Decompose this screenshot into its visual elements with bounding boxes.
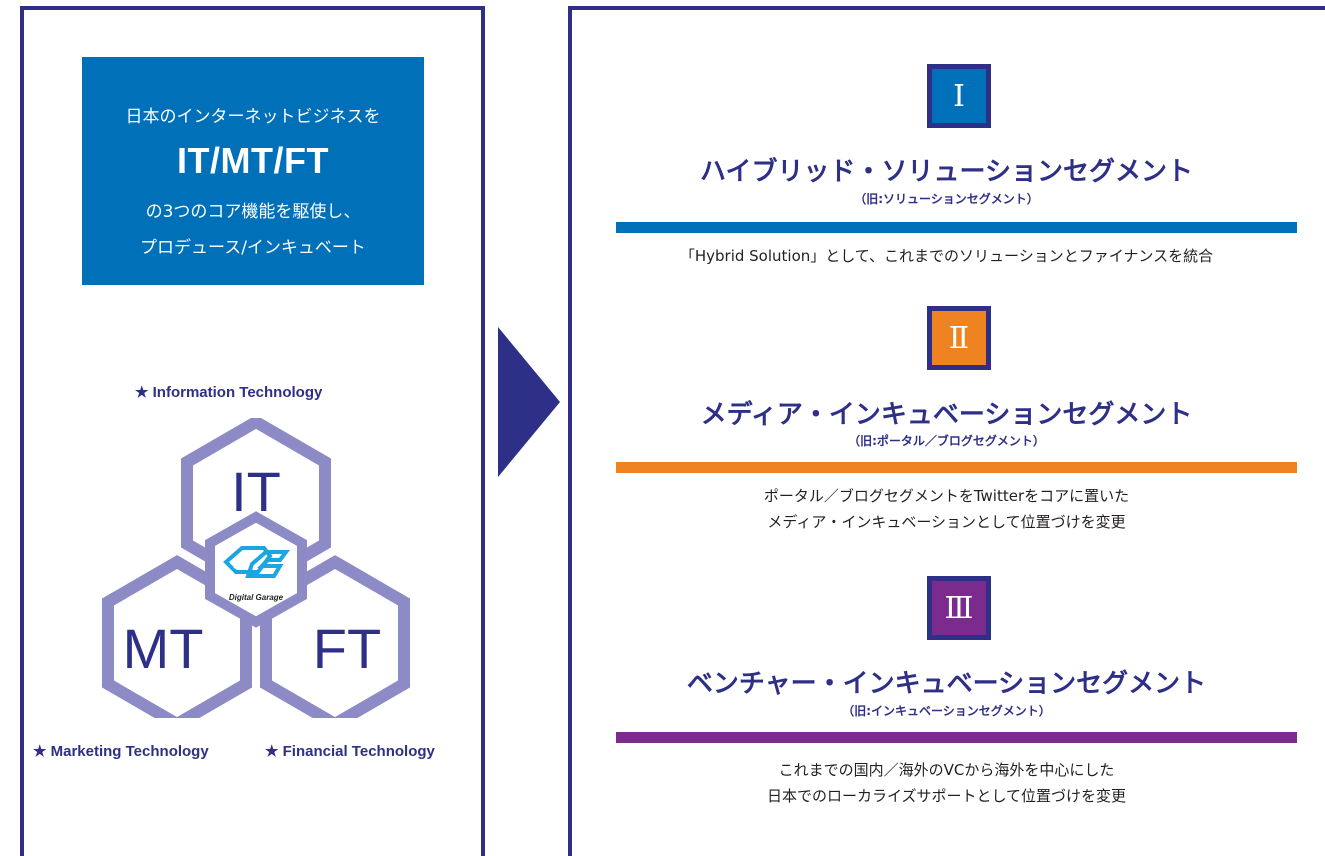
tagline-core-functions: IT/MT/FT xyxy=(177,140,329,181)
segment-2-desc-2: メディア・インキュベーションとして位置づけを変更 xyxy=(767,513,1126,531)
segment-3-title: ベンチャー・インキュベーションセグメント xyxy=(686,669,1207,699)
segment-2-bar xyxy=(616,462,1297,473)
segment-2-subtitle: （旧:ポータル／ブログセグメント） xyxy=(848,434,1045,448)
segment-3-bar xyxy=(616,732,1297,743)
hex-label-ft: FT xyxy=(313,617,381,680)
logo-text: Digital Garage xyxy=(229,593,284,602)
tagline-line-1: 日本のインターネットビジネスを xyxy=(125,107,381,127)
segment-1-title: ハイブリッド・ソリューションセグメント xyxy=(700,157,1193,187)
segment-2-numeral: Ⅱ xyxy=(927,306,991,370)
left-panel xyxy=(20,6,485,856)
label-information-technology: ★ Information Technology xyxy=(135,384,323,401)
segment-2-title: メディア・インキュベーションセグメント xyxy=(700,400,1193,430)
segment-1-subtitle: （旧:ソリューションセグメント） xyxy=(854,192,1039,206)
hex-label-mt: MT xyxy=(123,617,204,680)
segment-1-desc-1: 「Hybrid Solution」として、これまでのソリューションとファイナンス… xyxy=(679,247,1214,265)
tagline-line-4: プロデュース/インキュベート xyxy=(140,238,366,258)
segment-3-desc-2: 日本でのローカライズサポートとして位置づけを変更 xyxy=(766,787,1127,805)
tagline-line-3: の3つのコア機能を駆使し、 xyxy=(145,202,361,222)
segment-3-subtitle: （旧:インキュベーションセグメント） xyxy=(842,704,1051,718)
digital-garage-logo: Digital Garage xyxy=(223,546,290,602)
right-panel xyxy=(568,6,1325,856)
segment-3-numeral: Ⅲ xyxy=(927,576,991,640)
label-financial-technology: ★ Financial Technology xyxy=(265,743,435,760)
hex-label-it: IT xyxy=(231,460,281,523)
tagline-box: 日本のインターネットビジネスを IT/MT/FT の3つのコア機能を駆使し、 プ… xyxy=(82,57,424,285)
segment-2-desc-1: ポータル／ブログセグメントをTwitterをコアに置いた xyxy=(763,487,1130,505)
segment-1-bar xyxy=(616,222,1297,233)
right-arrow-icon xyxy=(498,327,560,477)
hexagon-diagram: IT MT FT Digital Garage xyxy=(102,418,410,718)
label-marketing-technology: ★ Marketing Technology xyxy=(33,743,209,760)
segment-3-desc-1: これまでの国内／海外のVCから海外を中心にした xyxy=(778,761,1115,779)
segment-1-numeral: Ⅰ xyxy=(927,64,991,128)
hexagon-logo xyxy=(205,511,307,628)
